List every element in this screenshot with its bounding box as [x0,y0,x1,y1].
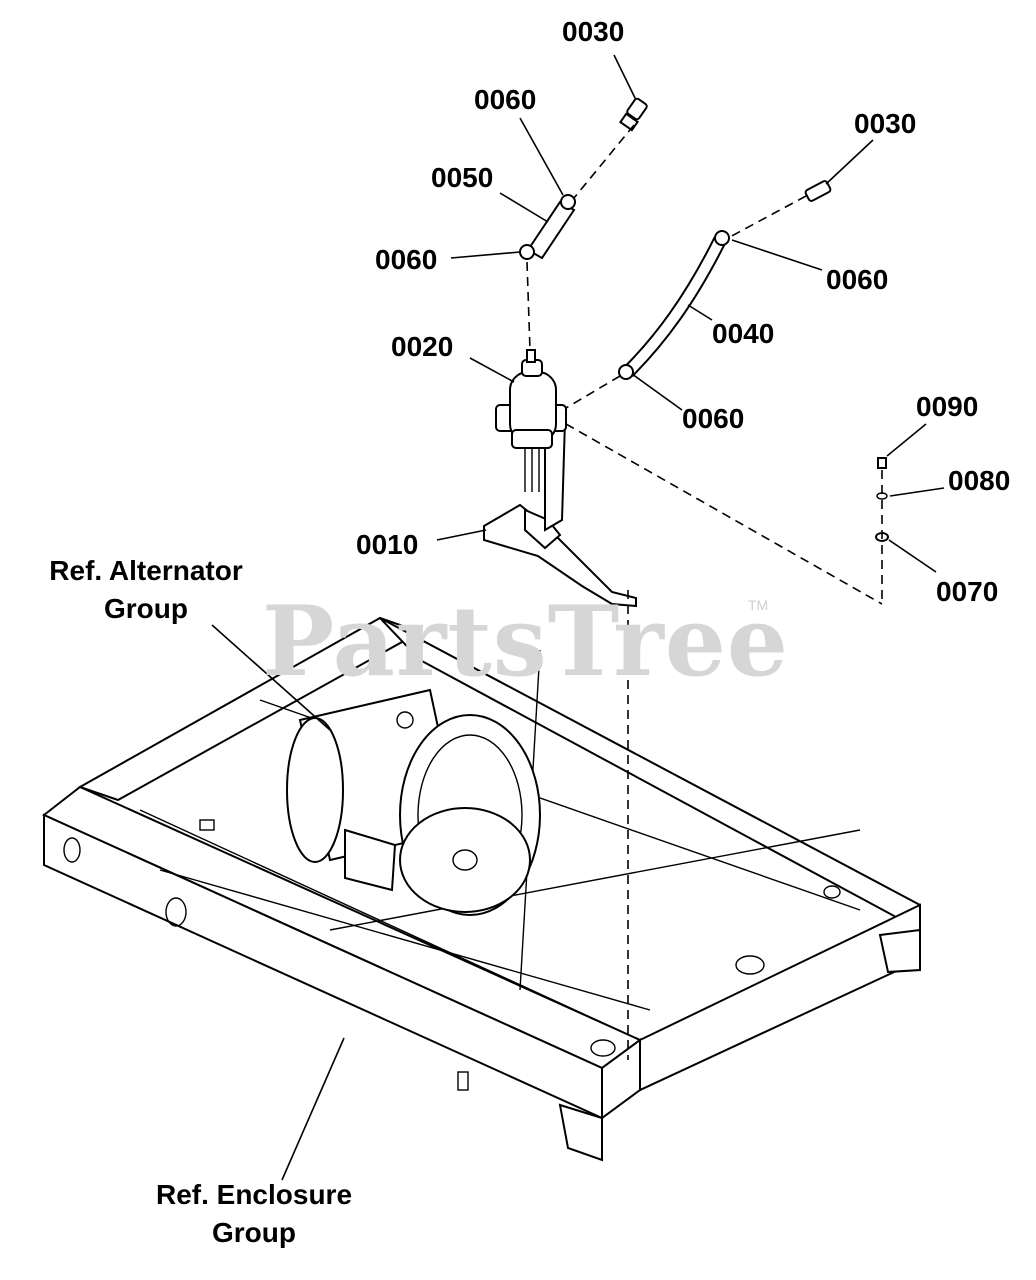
fuel-pump [495,349,567,492]
ref-enclosure-line2: Group [212,1216,296,1248]
callout-0060-top: 0060 [474,84,537,115]
leader-lines [211,54,945,1181]
callout-0060-left: 0060 [375,244,438,275]
ref-enclosure-line1: Ref. Enclosure [155,1179,353,1210]
ref-alternator-line2: Group [104,592,188,624]
callout-0040: 0040 [712,318,775,349]
enclosure-frame [42,616,921,1162]
callout-0020: 0020 [391,331,454,362]
assembly-lines [526,124,883,1060]
callout-0070: 0070 [936,576,999,607]
ref-alternator-line1: Ref. Alternator [49,555,243,586]
callout-0060-right: 0060 [826,264,889,295]
ref-enclosure-group: Ref. Enclosure Group [136,1176,372,1252]
alternator [286,688,541,916]
callout-0010: 0010 [356,529,419,560]
callout-0050: 0050 [431,162,494,193]
callout-0080: 0080 [948,465,1011,496]
fittings [519,97,889,542]
callout-0060-mid: 0060 [682,403,745,434]
watermark-brand: PartsTree [262,585,789,698]
callout-0030-right: 0030 [854,108,917,139]
callout-0090: 0090 [916,391,979,422]
callout-0030-top: 0030 [562,16,625,47]
ref-alternator-group: Ref. Alternator Group [30,552,262,628]
watermark-trademark: TM [748,597,769,613]
mounting-bracket [483,418,637,608]
